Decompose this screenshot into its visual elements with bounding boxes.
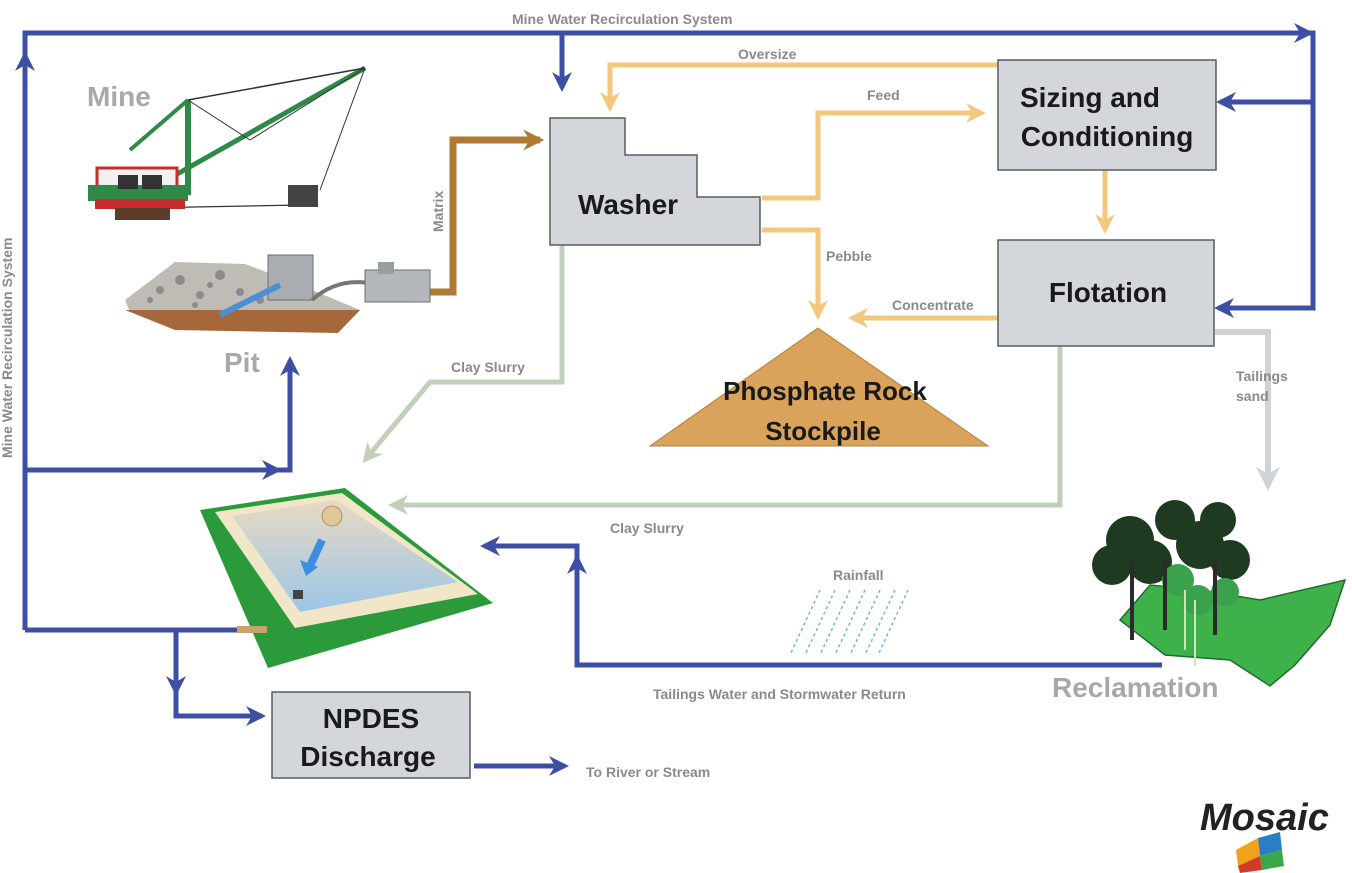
stockpile-label-line2: Stockpile [765, 416, 881, 446]
matrix-label: Matrix [430, 191, 446, 232]
process-lines [600, 62, 1115, 328]
tailings-sand-line [1215, 329, 1280, 491]
matrix-line [430, 129, 545, 296]
concentrate-label: Concentrate [892, 297, 974, 313]
rainfall-label: Rainfall [833, 567, 884, 583]
npdes-label-line1: NPDES [323, 703, 419, 734]
flotation-box: Flotation [997, 239, 1215, 347]
recirc-left-label: Mine Water Recirculation System [0, 238, 15, 458]
phosphate-rock-stockpile: Phosphate Rock Stockpile [648, 327, 990, 447]
sizing-label-line2: Conditioning [1021, 121, 1194, 152]
tailings-water-label: Tailings Water and Stormwater Return [653, 686, 906, 702]
pit-icon [125, 254, 431, 333]
tailings-sand-label-1: Tailings [1236, 368, 1288, 384]
flotation-label: Flotation [1049, 277, 1167, 308]
sizing-label-line1: Sizing and [1020, 82, 1160, 113]
oversize-label: Oversize [738, 46, 797, 62]
dragline-icon [88, 65, 367, 220]
recirc-top-label: Mine Water Recirculation System [512, 11, 732, 27]
to-river-label: To River or Stream [586, 764, 710, 780]
clay-slurry-lines [362, 245, 1063, 515]
mosaic-logo-icon: Mosaic [1200, 797, 1329, 873]
mine-label: Mine [87, 81, 151, 112]
tailings-sand-label-2: sand [1236, 388, 1269, 404]
sizing-conditioning-box: Sizing and Conditioning [997, 59, 1217, 171]
stockpile-label-line1: Phosphate Rock [723, 376, 927, 406]
recirculation-lines [14, 23, 1316, 776]
washer-box: Washer [549, 117, 761, 246]
reclamation-label: Reclamation [1052, 672, 1219, 703]
feed-label: Feed [867, 87, 900, 103]
mosaic-logo-text: Mosaic [1200, 797, 1329, 839]
clay-slurry-label-1: Clay Slurry [451, 359, 525, 375]
clay-settling-area-icon [200, 488, 493, 668]
rainfall-icon [789, 589, 909, 656]
pit-label: Pit [224, 347, 260, 378]
washer-label: Washer [578, 189, 678, 220]
trees-icon [1092, 500, 1347, 687]
npdes-label-line2: Discharge [300, 741, 435, 772]
clay-slurry-label-2: Clay Slurry [610, 520, 684, 536]
pebble-label: Pebble [826, 248, 872, 264]
npdes-box: NPDES Discharge [271, 691, 471, 779]
